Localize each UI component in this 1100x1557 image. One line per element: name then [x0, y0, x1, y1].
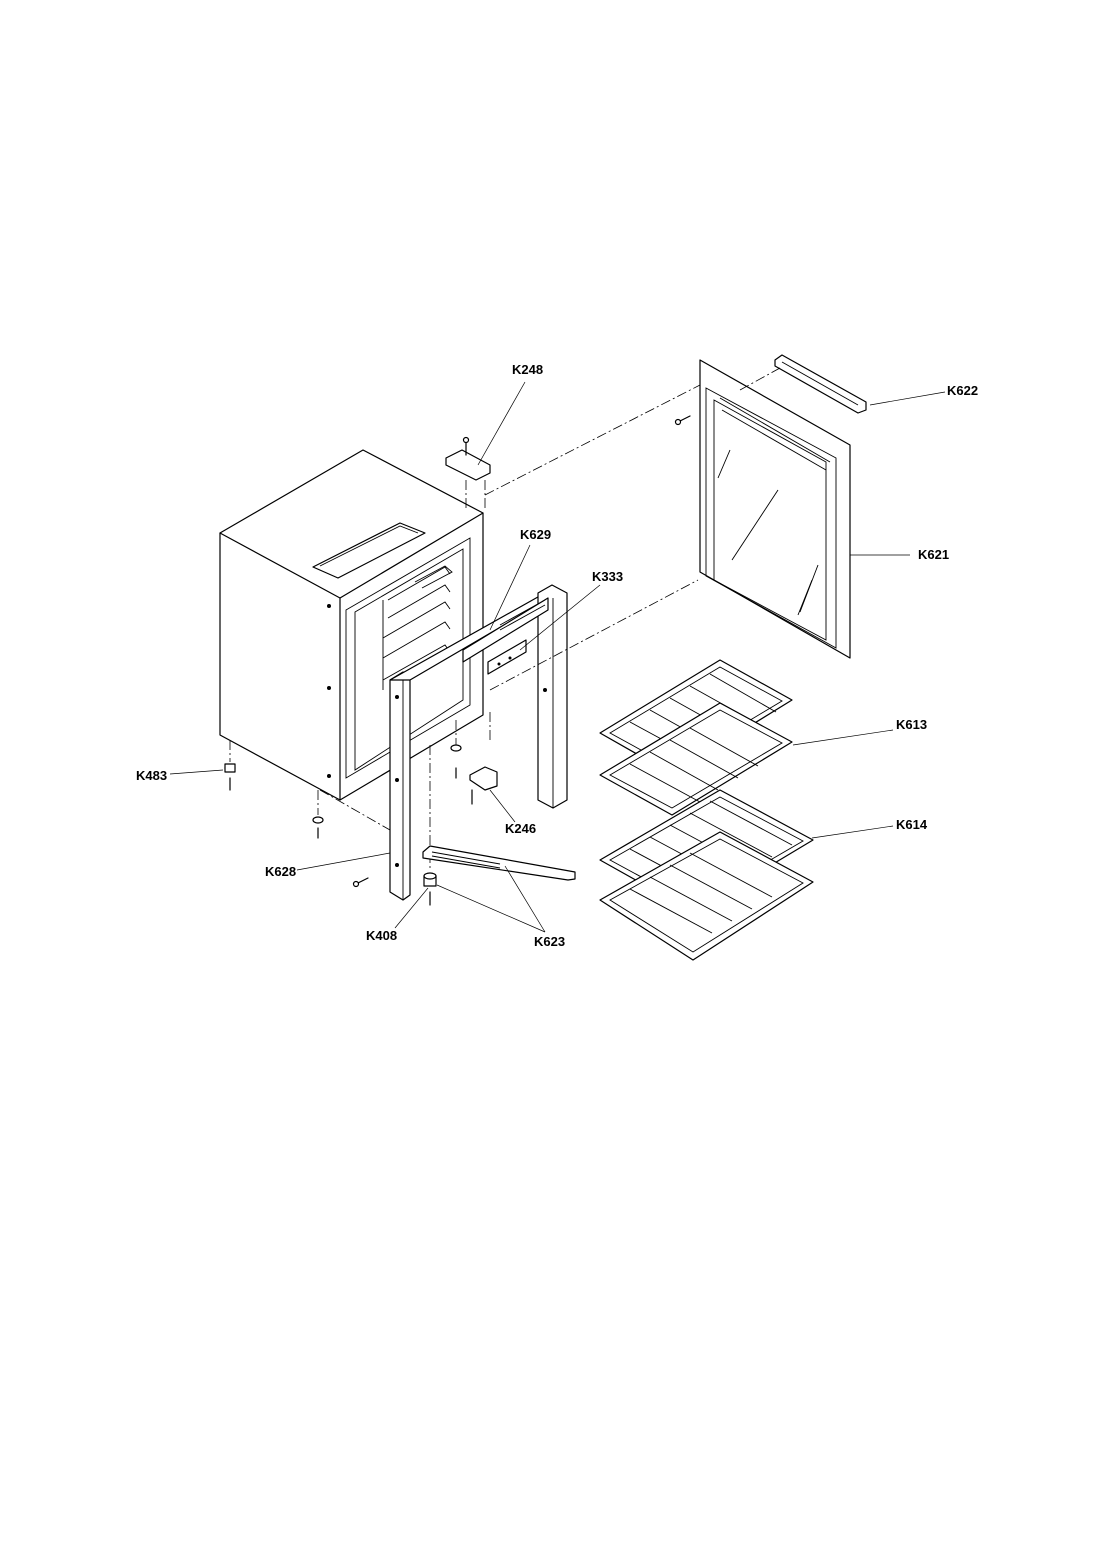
label-k246: K246: [505, 821, 537, 836]
label-k622: K622: [947, 383, 979, 398]
wine-shelves-lower: [599, 789, 814, 961]
alignment-lines: [319, 367, 781, 831]
label-k483: K483: [136, 768, 168, 783]
label-k614: K614: [896, 817, 928, 832]
label-k333: K333: [592, 569, 624, 584]
label-k248: K248: [512, 362, 544, 377]
label-k623: K623: [534, 934, 566, 949]
wine-shelves-upper: [599, 659, 793, 816]
leader-lines: [169, 381, 946, 933]
door-handle: [774, 354, 867, 414]
screws-and-feet: [224, 415, 691, 906]
kick-plate: [422, 845, 576, 881]
front-frame: [389, 584, 568, 901]
top-hinge-part: [445, 436, 491, 510]
label-k408: K408: [366, 928, 398, 943]
label-k621: K621: [918, 547, 950, 562]
label-k613: K613: [896, 717, 928, 732]
label-k629: K629: [520, 527, 552, 542]
bottom-hinge-part: [469, 766, 498, 805]
cabinet-body: [219, 449, 484, 801]
label-k628: K628: [265, 864, 297, 879]
glass-door: [699, 359, 851, 659]
